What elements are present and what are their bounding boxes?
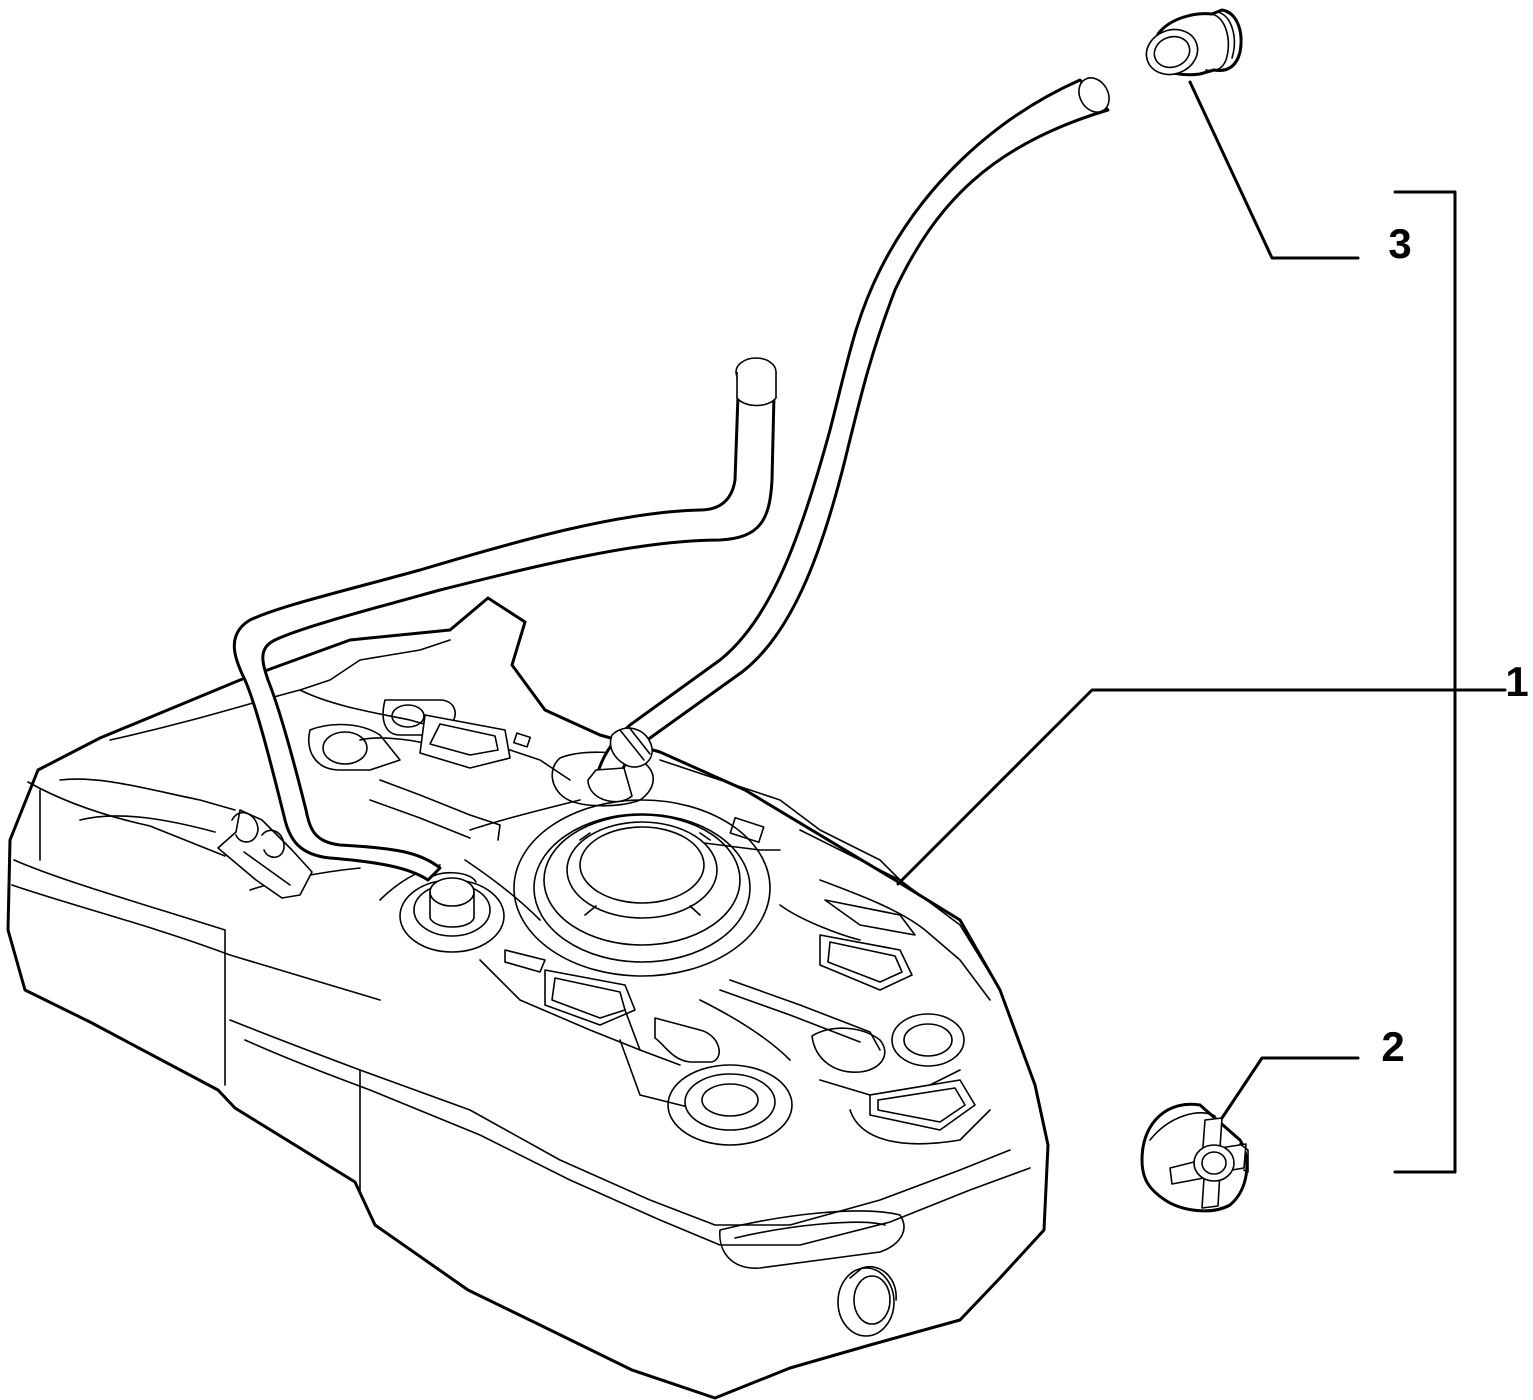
- pump-flange: [513, 799, 771, 977]
- callout-leaders: [896, 80, 1507, 1174]
- vent-hose: [232, 357, 777, 882]
- callout-label-3: 3: [1388, 220, 1411, 267]
- hose-clip: [217, 809, 313, 899]
- grommet-part-3: [1145, 8, 1243, 77]
- drain-plug: [837, 1265, 897, 1337]
- fuel-tank: [6, 596, 1050, 1400]
- cap-part-2: [1140, 1102, 1249, 1213]
- callout-label-1: 1: [1505, 658, 1528, 705]
- filler-hose: [587, 77, 1110, 803]
- callout-label-2: 2: [1381, 1023, 1404, 1070]
- group-bracket: [1393, 190, 1457, 1174]
